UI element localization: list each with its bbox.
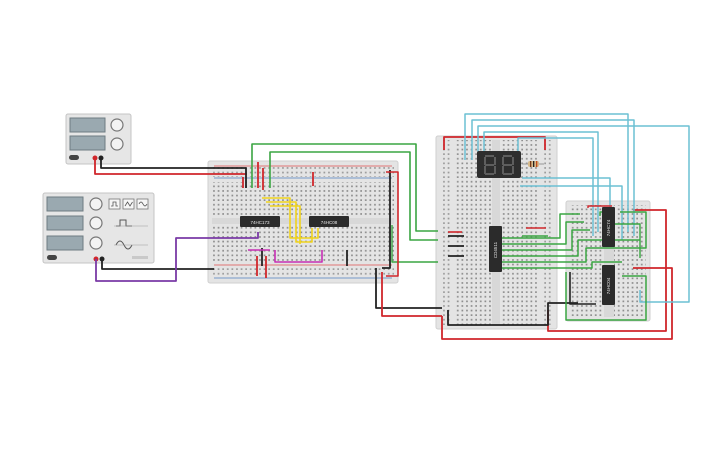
- power-supply[interactable]: [65, 113, 132, 165]
- power-switch-icon[interactable]: [69, 155, 79, 160]
- seven-segment-display[interactable]: 88: [477, 151, 521, 178]
- wire-red-link[interactable]: [381, 272, 442, 317]
- wire-yellow-1[interactable]: [262, 197, 319, 239]
- wire-black-b2-rail[interactable]: [448, 235, 464, 257]
- wire-green-1[interactable]: [251, 143, 438, 232]
- square-wave-button[interactable]: [108, 198, 121, 210]
- wire-cyan-1[interactable]: [464, 113, 629, 232]
- wire-green-b2-6[interactable]: [500, 261, 622, 269]
- resistor-icon[interactable]: [522, 161, 544, 167]
- amplitude-knob-icon[interactable]: [89, 216, 103, 230]
- sine-wave-button[interactable]: [136, 198, 149, 210]
- wire-green-3[interactable]: [391, 225, 438, 263]
- wire-green-2[interactable]: [269, 151, 438, 241]
- wire-black-link[interactable]: [375, 268, 442, 309]
- wire-yellow-2[interactable]: [266, 201, 313, 243]
- voltage-knob-icon[interactable]: [110, 118, 124, 132]
- wire-black-b3[interactable]: [569, 272, 596, 305]
- chip-74HC74[interactable]: 74HC74: [602, 207, 615, 247]
- display-digits: 88: [498, 171, 500, 173]
- wire-black-rail-3[interactable]: [382, 170, 391, 269]
- wire-red-rail-7[interactable]: [386, 171, 399, 277]
- wire-black-b2[interactable]: [447, 302, 578, 326]
- wire-yellow-3[interactable]: [270, 205, 301, 244]
- wire-cyan-4[interactable]: [483, 131, 599, 232]
- wire-ps-red[interactable]: [94, 158, 247, 175]
- wire-green-b2-3[interactable]: [500, 229, 590, 251]
- function-generator[interactable]: [42, 192, 155, 264]
- wire-cyan-2[interactable]: [471, 119, 635, 236]
- chip-label: CD4511: [493, 241, 498, 258]
- chip-74HC173[interactable]: 74HC173: [240, 216, 280, 227]
- chip-74HC04[interactable]: 74HC04: [602, 265, 615, 305]
- wire-red-b2-top[interactable]: [443, 136, 546, 150]
- wire-green-b3-loop[interactable]: [565, 272, 647, 321]
- wire-ps-black[interactable]: [100, 158, 247, 188]
- chip-74HC08[interactable]: 74HC08: [309, 216, 349, 227]
- wire-green-b2-1[interactable]: [500, 213, 580, 239]
- breadboard-main[interactable]: [207, 160, 399, 284]
- chip-label: 74HC173: [250, 220, 270, 225]
- chip-label: 74HC08: [321, 220, 338, 225]
- generator-power-switch-icon[interactable]: [47, 255, 57, 260]
- current-knob-icon[interactable]: [110, 137, 124, 151]
- wire-green-b3-3[interactable]: [604, 223, 641, 258]
- wire-green-b2-5[interactable]: [500, 211, 647, 263]
- wire-red-b2-bottom[interactable]: [441, 267, 673, 340]
- segment-digits-icon: [484, 155, 514, 175]
- wire-magenta-2[interactable]: [274, 250, 323, 263]
- wire-green-b2-2[interactable]: [500, 221, 584, 245]
- wire-fg-purple[interactable]: [95, 232, 259, 282]
- offset-knob-icon[interactable]: [89, 236, 103, 250]
- wire-red-b3-top[interactable]: [587, 205, 612, 208]
- frequency-knob-icon[interactable]: [89, 197, 103, 211]
- chip-CD4511[interactable]: CD4511: [489, 226, 502, 272]
- wire-cyan-7[interactable]: [520, 185, 623, 240]
- chip-label: 74HC04: [606, 277, 611, 294]
- wire-cyan-5[interactable]: [517, 137, 594, 236]
- chip-label: 74HC74: [606, 219, 611, 236]
- wire-cyan-3[interactable]: [477, 125, 690, 303]
- wiring: [94, 113, 690, 340]
